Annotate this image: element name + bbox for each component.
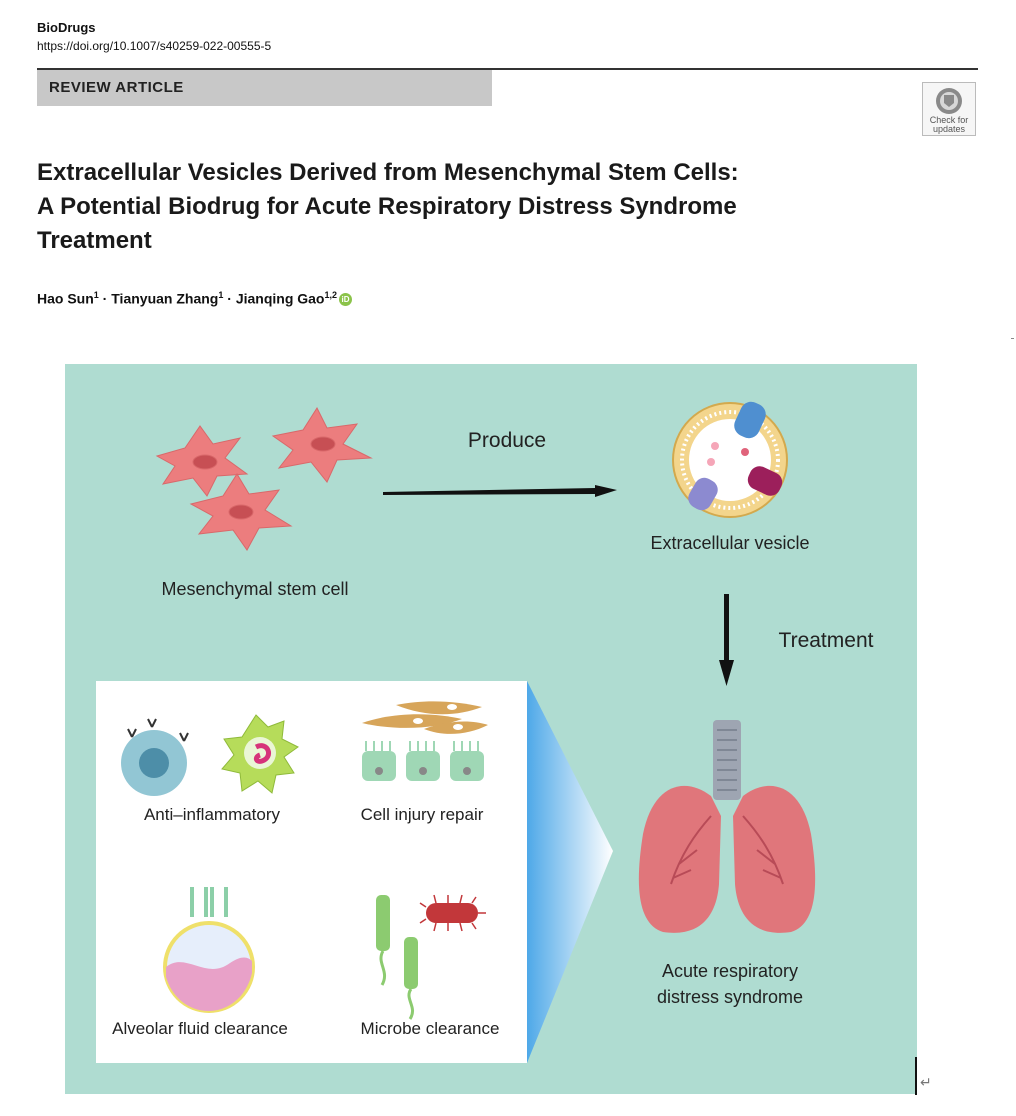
article-type-label: REVIEW ARTICLE — [37, 70, 492, 106]
msc-cell-icon — [155, 425, 249, 497]
bacteria-icon — [376, 894, 486, 1020]
effects-illustration — [121, 701, 488, 1020]
therapeutic-effects-panel: Anti–inflammatory Cell injury repair Alv… — [96, 681, 527, 1063]
check-for-updates-badge[interactable]: Check for updates — [922, 82, 976, 136]
header-rule — [37, 68, 978, 70]
journal-name: BioDrugs — [37, 20, 96, 35]
author-name[interactable]: Jianqing Gao — [235, 290, 325, 307]
author-affiliation: 1 — [93, 290, 99, 300]
author-list: Hao Sun1 · Tianyuan Zhang1 · Jianqing Ga… — [37, 290, 353, 307]
alveolus-icon — [163, 887, 255, 1013]
text-cursor — [915, 1057, 917, 1095]
author-affiliation: 1,2 — [324, 290, 338, 300]
author-name[interactable]: Hao Sun — [37, 290, 94, 307]
graphical-abstract: Mesenchymal stem cell Produce Extracellu… — [65, 364, 917, 1094]
check-updates-icon — [936, 88, 962, 114]
extracellular-vesicle-icon — [672, 401, 788, 518]
produce-arrow-icon — [383, 485, 617, 497]
macrophage-icon — [221, 714, 299, 794]
article-title: Extracellular Vesicles Derived from Mese… — [37, 156, 837, 258]
title-line: Treatment — [37, 227, 152, 254]
doi-link[interactable]: https://doi.org/10.1007/s40259-022-00555… — [37, 39, 272, 53]
treatment-label: Treatment — [778, 629, 874, 652]
title-line: Extracellular Vesicles Derived from Mese… — [37, 159, 739, 186]
badge-text-line2: updates — [932, 124, 966, 134]
effect-label: Microbe clearance — [360, 1019, 500, 1038]
effect-label: Anti–inflammatory — [143, 805, 281, 824]
paragraph-mark-icon: ↵ — [920, 1074, 932, 1090]
title-line: A Potential Biodrug for Acute Respirator… — [37, 193, 737, 220]
author-separator: · — [98, 290, 112, 307]
lungs-icon — [638, 720, 816, 933]
ards-label-line: Acute respiratory — [661, 961, 799, 981]
author-affiliation: 1 — [218, 290, 224, 300]
ards-label-line: distress syndrome — [656, 987, 804, 1007]
margin-tick — [1011, 338, 1014, 339]
fibroblast-icon — [362, 701, 488, 734]
callout-wedge — [527, 681, 613, 1063]
produce-label: Produce — [467, 429, 547, 452]
immune-cell-icon — [121, 718, 189, 796]
author-name[interactable]: Tianyuan Zhang — [111, 290, 219, 307]
msc-label: Mesenchymal stem cell — [161, 579, 349, 599]
orcid-icon[interactable]: iD — [339, 293, 353, 307]
ards-label: Acute respiratory distress syndrome — [620, 958, 840, 1010]
ev-label: Extracellular vesicle — [650, 533, 810, 553]
badge-text-line1: Check for — [929, 115, 969, 125]
msc-cell-icon — [271, 406, 373, 483]
author-separator: · — [223, 290, 236, 307]
effect-label: Cell injury repair — [360, 805, 484, 824]
msc-cell-icon — [189, 473, 293, 551]
epithelial-cells-icon — [362, 741, 484, 781]
figure-illustration — [155, 401, 816, 1063]
effect-label: Alveolar fluid clearance — [112, 1019, 288, 1038]
treatment-arrow-icon — [719, 594, 734, 686]
